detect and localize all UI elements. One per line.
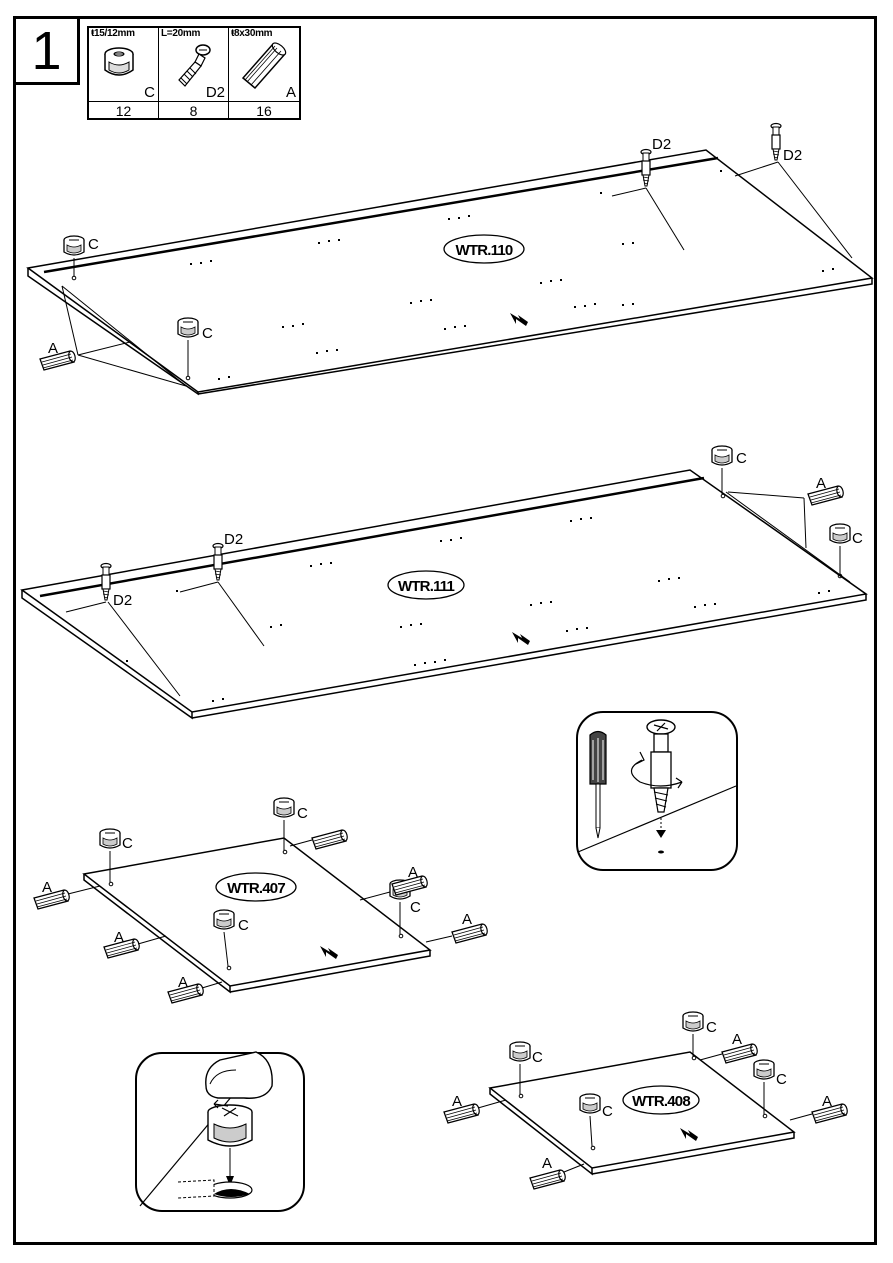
step-number: 1 bbox=[31, 20, 62, 81]
callout-c: C bbox=[297, 805, 308, 822]
part-cell-dowel: ŧ8x30mm A bbox=[229, 28, 299, 102]
part-quantity: 16 bbox=[256, 103, 272, 119]
panel-label-wtr408: WTR.408 bbox=[632, 1093, 690, 1110]
cam-lock-icon bbox=[711, 445, 733, 466]
part-letter: D2 bbox=[205, 84, 225, 101]
panel-wtr111: WTR.111 D2 D2 C C A bbox=[20, 445, 868, 720]
cam-lock-icon bbox=[509, 1041, 531, 1062]
callout-c: C bbox=[736, 450, 747, 467]
part-letter: A bbox=[285, 84, 296, 101]
part-letter: C bbox=[144, 84, 155, 101]
callout-c: C bbox=[602, 1103, 613, 1120]
callout-a: A bbox=[42, 879, 52, 896]
part-cell-cam-bolt: L=20mm D2 bbox=[159, 28, 229, 102]
panel-label-wtr110: WTR.110 bbox=[456, 242, 513, 259]
callout-a: A bbox=[816, 475, 826, 492]
callout-a: A bbox=[452, 1093, 462, 1110]
part-cell-cam-lock: ŧ15/12mm C bbox=[89, 28, 159, 102]
part-spec: L=20mm bbox=[161, 28, 201, 39]
cam-lock-icon bbox=[682, 1011, 704, 1032]
callout-a: A bbox=[178, 974, 188, 991]
parts-table: ŧ15/12mm C L=20mm D2 ŧ8x30mm A 12 8 16 bbox=[87, 26, 301, 120]
cam-lock-icon bbox=[104, 47, 134, 76]
cam-lock-icon bbox=[753, 1059, 775, 1080]
wooden-dowel-icon bbox=[529, 1168, 567, 1190]
callout-c: C bbox=[122, 835, 133, 852]
finger-icon bbox=[205, 1051, 273, 1099]
cam-lock-detail-inset bbox=[135, 1051, 305, 1212]
page-frame bbox=[13, 16, 877, 1245]
cam-bolt-icon bbox=[630, 719, 683, 854]
callout-c: C bbox=[706, 1019, 717, 1036]
wooden-dowel-icon bbox=[311, 828, 349, 850]
wooden-dowel-icon bbox=[33, 888, 71, 910]
wooden-dowel-icon bbox=[39, 349, 77, 371]
cam-lock-icon bbox=[213, 909, 235, 930]
wooden-dowel-icon bbox=[241, 42, 287, 90]
cam-lock-icon bbox=[207, 1099, 253, 1147]
step-number-box: 1 bbox=[13, 16, 80, 85]
callout-c: C bbox=[88, 236, 99, 253]
cam-lock-icon bbox=[99, 828, 121, 849]
callout-d2: D2 bbox=[113, 592, 132, 609]
panel-label-wtr407: WTR.407 bbox=[227, 880, 285, 897]
callout-a: A bbox=[732, 1031, 742, 1048]
cam-lock-icon bbox=[63, 235, 85, 256]
callout-c: C bbox=[852, 530, 863, 547]
callout-c: C bbox=[532, 1049, 543, 1066]
part-spec: ŧ8x30mm bbox=[231, 28, 273, 39]
part-quantity: 8 bbox=[159, 102, 229, 120]
part-quantity: 12 bbox=[89, 102, 159, 120]
screwdriver-icon bbox=[589, 730, 607, 839]
cam-lock-icon bbox=[177, 317, 199, 338]
panel-wtr110: WTR.110 C C D2 D2 A bbox=[26, 122, 874, 396]
callout-d2: D2 bbox=[783, 147, 802, 164]
cam-lock-icon bbox=[579, 1093, 601, 1114]
callout-c: C bbox=[238, 917, 249, 934]
callout-c: C bbox=[776, 1071, 787, 1088]
panel-wtr407: WTR.407 C C C C A A A A A bbox=[33, 797, 489, 1004]
cam-bolt-icon bbox=[178, 44, 211, 87]
panel-wtr408: WTR.408 C C C C A A A A bbox=[443, 1011, 849, 1190]
wooden-dowel-icon bbox=[443, 1102, 481, 1124]
callout-d2: D2 bbox=[652, 136, 671, 153]
callout-a: A bbox=[462, 911, 472, 928]
callout-c: C bbox=[202, 325, 213, 342]
screwdriver-detail-inset bbox=[576, 711, 738, 871]
cam-lock-icon bbox=[829, 523, 851, 544]
cam-bolt-icon bbox=[770, 122, 782, 161]
callout-c: C bbox=[410, 899, 421, 916]
callout-a: A bbox=[114, 929, 124, 946]
cam-lock-icon bbox=[273, 797, 295, 818]
part-spec: ŧ15/12mm bbox=[91, 28, 135, 39]
callout-d2: D2 bbox=[224, 531, 243, 548]
wooden-dowel-icon bbox=[807, 484, 845, 506]
callout-a: A bbox=[408, 864, 418, 881]
callout-a: A bbox=[48, 340, 58, 357]
callout-a: A bbox=[822, 1093, 832, 1110]
callout-a: A bbox=[542, 1155, 552, 1172]
panel-label-wtr111: WTR.111 bbox=[398, 578, 455, 595]
